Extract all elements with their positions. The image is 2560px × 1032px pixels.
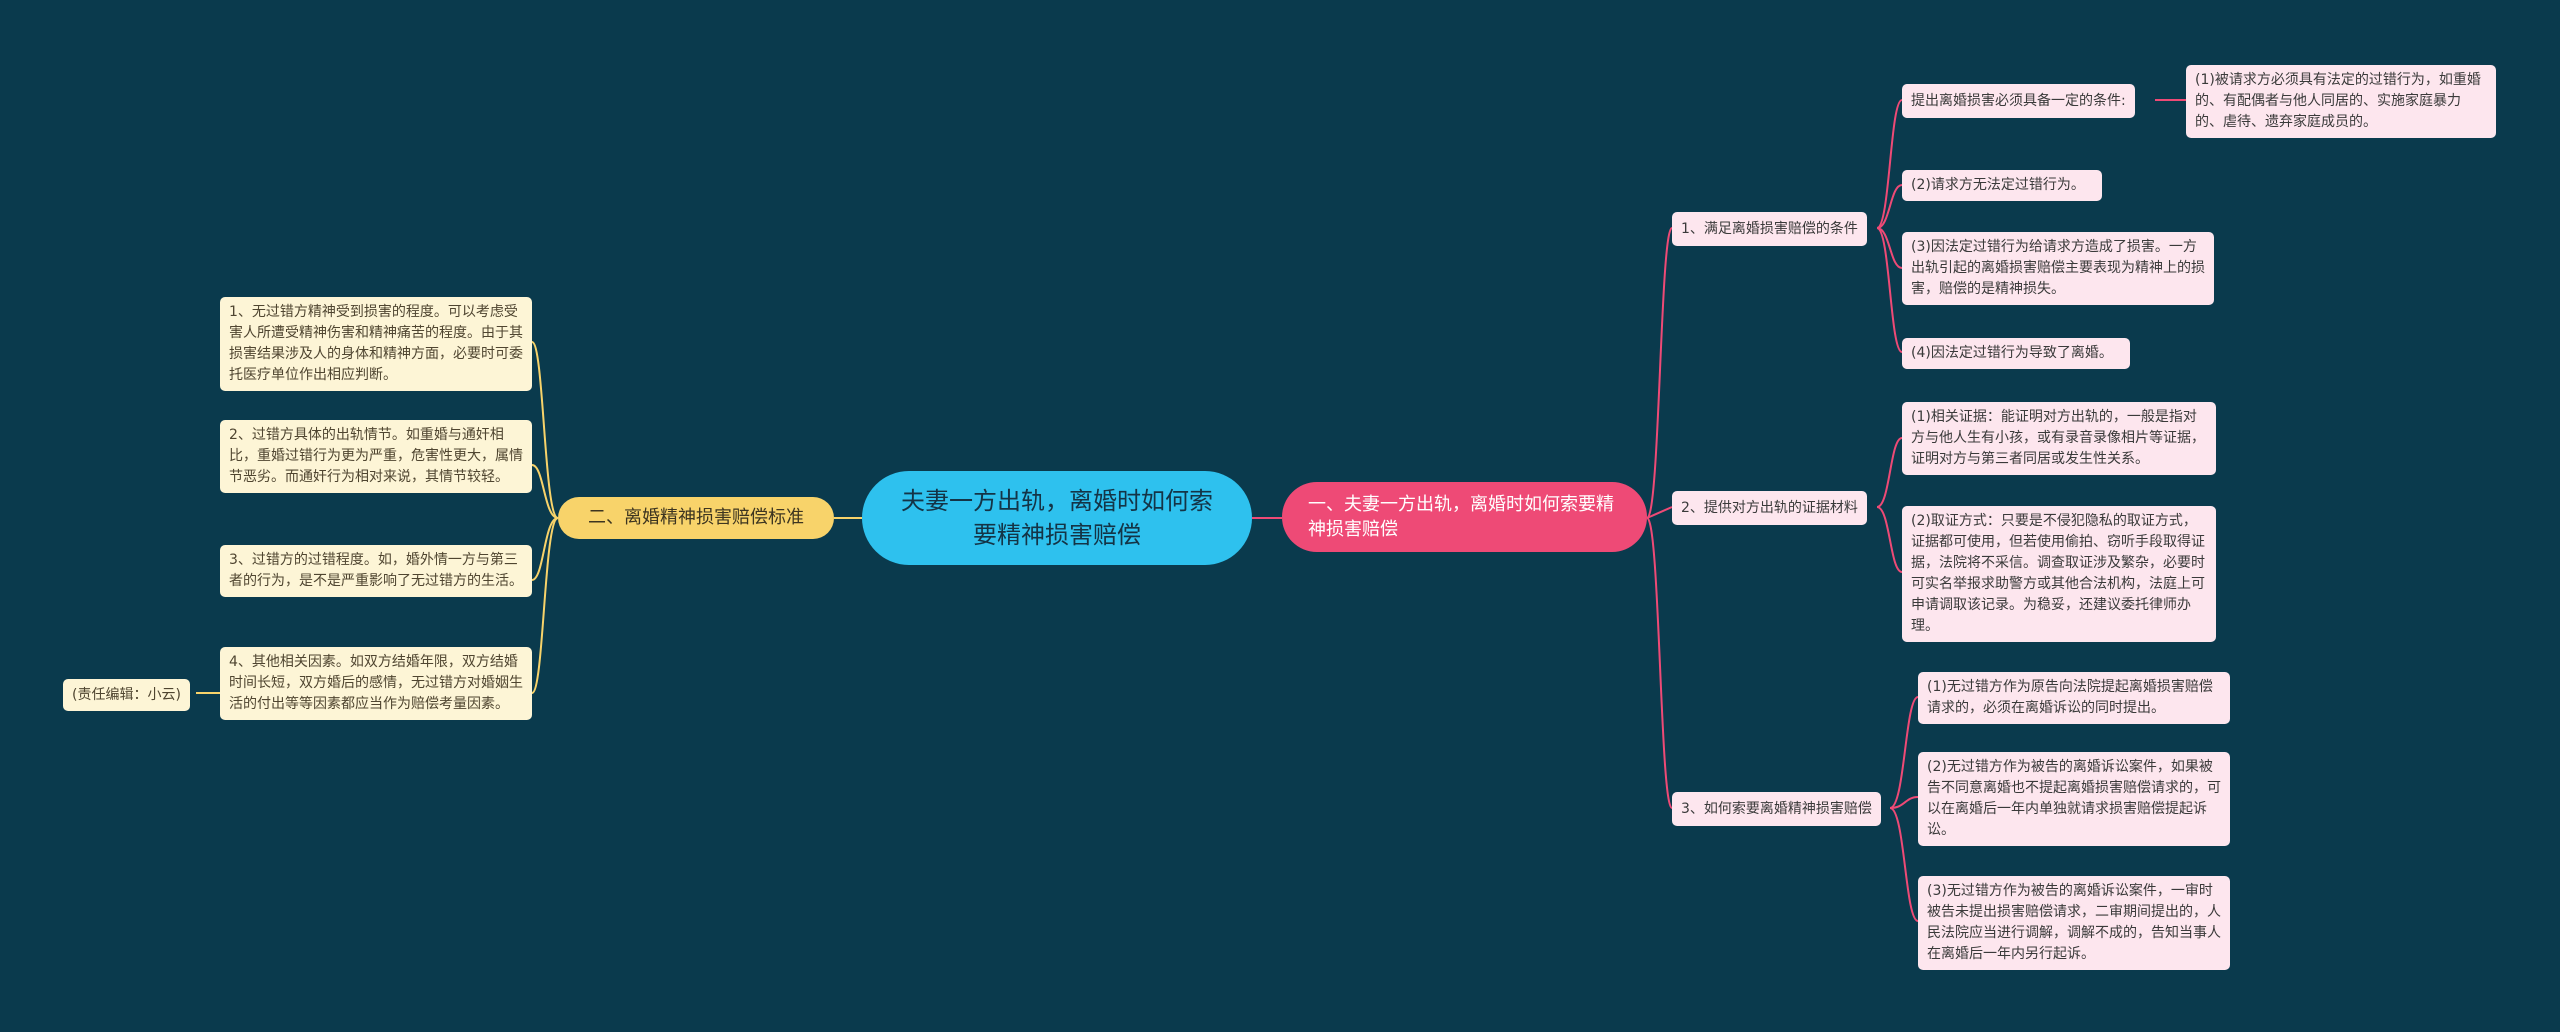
link-left-l3 (531, 517, 559, 581)
leaf-condition-1[interactable]: (1)被请求方必须具有法定的过错行为，如重婚的、有配偶者与他人同居的、实施家庭暴… (2186, 65, 2496, 138)
link-sub3-c3 (1889, 807, 1919, 922)
leaf-condition-4[interactable]: (4)因法定过错行为导致了离婚。 (1902, 338, 2130, 369)
leaf-evidence-1[interactable]: (1)相关证据：能证明对方出轨的，一般是指对方与他人生有小孩，或有录音录像相片等… (1902, 402, 2216, 475)
link-sub1-intro (1876, 99, 1903, 229)
link-left-l4 (531, 517, 559, 694)
link-left-l2 (531, 464, 559, 519)
link-left-l1 (531, 341, 559, 519)
link-right-sub2 (1646, 506, 1673, 519)
link-sub1-c4 (1876, 227, 1903, 353)
link-sub3-c2 (1889, 796, 1919, 809)
leaf-standard-1[interactable]: 1、无过错方精神受到损害的程度。可以考虑受害人所遭受精神伤害和精神痛苦的程度。由… (220, 297, 532, 391)
leaf-standard-3[interactable]: 3、过错方的过错程度。如，婚外情一方与第三者的行为，是不是严重影响了无过错方的生… (220, 545, 532, 597)
leaf-condition-2[interactable]: (2)请求方无法定过错行为。 (1902, 170, 2102, 201)
branch-right-title[interactable]: 一、夫妻一方出轨，离婚时如何索要精神损害赔偿 (1282, 482, 1647, 552)
link-right-sub1 (1646, 227, 1673, 519)
link-right-sub3 (1646, 517, 1673, 809)
leaf-claim-2[interactable]: (2)无过错方作为被告的离婚诉讼案件，如果被告不同意离婚也不提起离婚损害赔偿请求… (1918, 752, 2230, 846)
sub-topic-how-to-claim[interactable]: 3、如何索要离婚精神损害赔偿 (1672, 792, 1881, 826)
root-topic[interactable]: 夫妻一方出轨，离婚时如何索要精神损害赔偿 (862, 471, 1252, 565)
sub-topic-evidence[interactable]: 2、提供对方出轨的证据材料 (1672, 491, 1867, 525)
link-sub2-c1 (1876, 437, 1903, 508)
branch-left-title[interactable]: 二、离婚精神损害赔偿标准 (558, 497, 834, 539)
link-sub3-c1 (1889, 696, 1919, 809)
sub-conditions-intro[interactable]: 提出离婚损害必须具备一定的条件: (1902, 84, 2135, 118)
leaf-claim-3[interactable]: (3)无过错方作为被告的离婚诉讼案件，一审时被告未提出损害赔偿请求，二审期间提出… (1918, 876, 2230, 970)
leaf-evidence-2[interactable]: (2)取证方式：只要是不侵犯隐私的取证方式，证据都可使用，但若使用偷拍、窃听手段… (1902, 506, 2216, 642)
sub-topic-conditions[interactable]: 1、满足离婚损害赔偿的条件 (1672, 212, 1867, 246)
editor-credit: (责任编辑：小云) (63, 679, 190, 711)
link-sub2-c2 (1876, 506, 1903, 573)
leaf-standard-4[interactable]: 4、其他相关因素。如双方结婚年限，双方结婚时间长短，双方婚后的感情，无过错方对婚… (220, 647, 532, 720)
leaf-condition-3[interactable]: (3)因法定过错行为给请求方造成了损害。一方出轨引起的离婚损害赔偿主要表现为精神… (1902, 232, 2214, 305)
link-sub1-c3 (1876, 227, 1903, 269)
link-sub1-c2 (1876, 184, 1903, 229)
leaf-standard-2[interactable]: 2、过错方具体的出轨情节。如重婚与通奸相比，重婚过错行为更为严重，危害性更大，属… (220, 420, 532, 493)
leaf-claim-1[interactable]: (1)无过错方作为原告向法院提起离婚损害赔偿请求的，必须在离婚诉讼的同时提出。 (1918, 672, 2230, 724)
